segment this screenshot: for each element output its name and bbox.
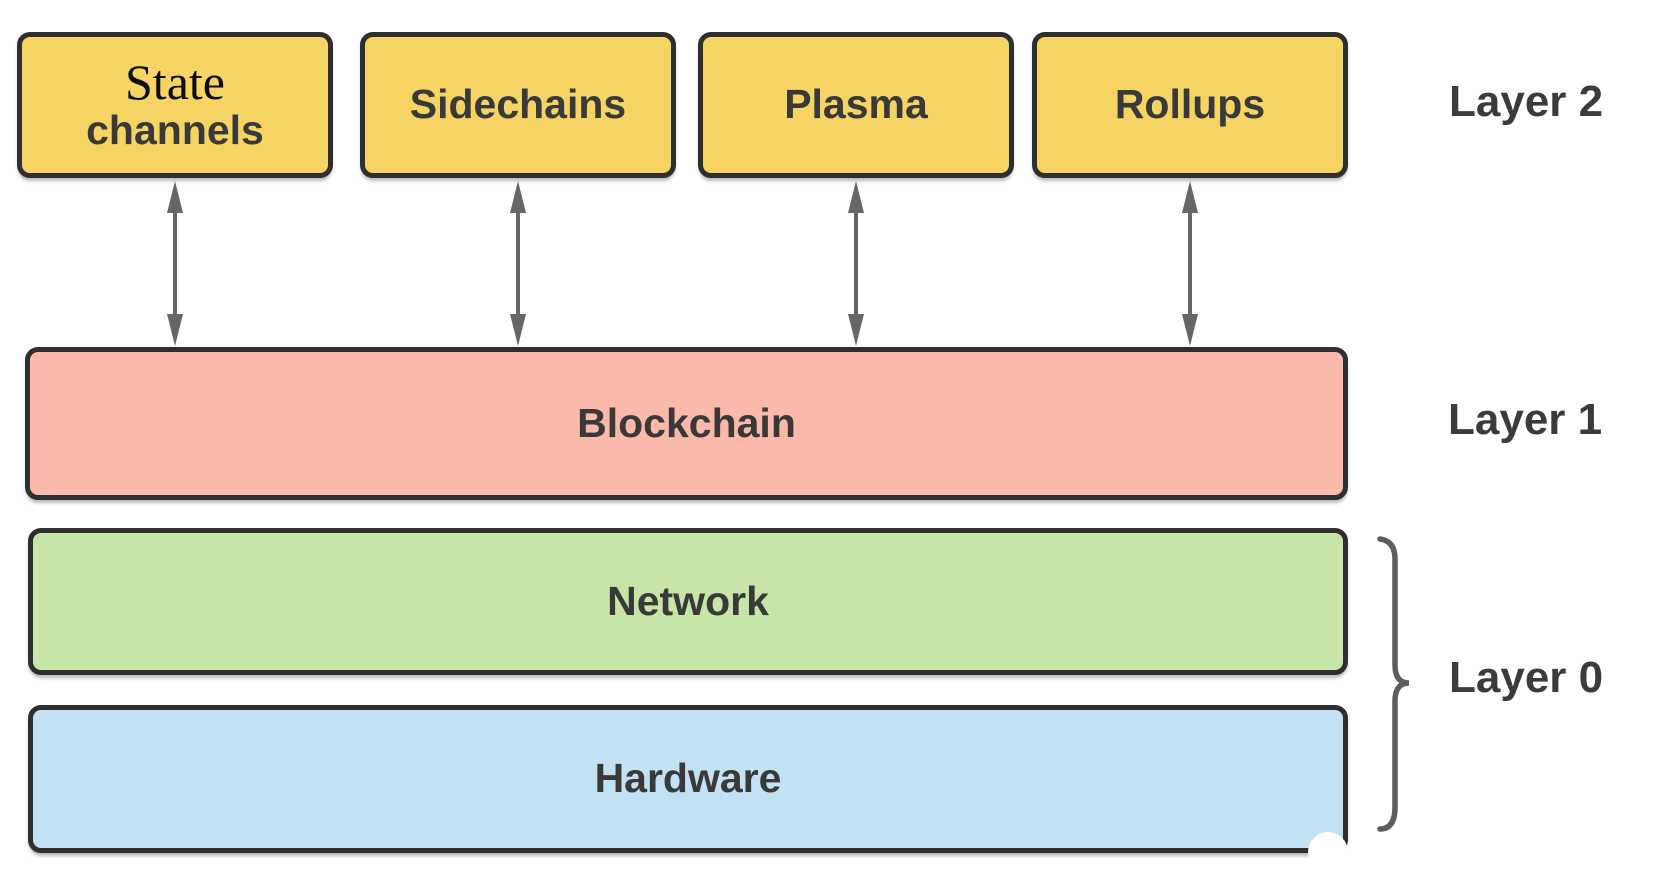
state-channels-label-line1: State <box>125 54 225 111</box>
plasma-box: Plasma <box>698 32 1014 178</box>
layer1-label: Layer 1 <box>1448 395 1603 444</box>
sidechains-label: Sidechains <box>409 81 627 128</box>
network-box: Network <box>28 528 1348 675</box>
hardware-box: Hardware <box>28 705 1348 853</box>
state-channels-label-line2: channels <box>86 107 264 154</box>
corner-notch-artifact <box>1308 832 1348 872</box>
curly-brace-icon <box>1377 536 1410 832</box>
hardware-label: Hardware <box>594 755 782 802</box>
plasma-label: Plasma <box>784 81 928 128</box>
double-arrow-icon <box>1182 181 1198 346</box>
rollups-box: Rollups <box>1032 32 1348 178</box>
network-label: Network <box>607 577 769 624</box>
blockchain-box: Blockchain <box>25 347 1348 500</box>
double-arrow-icon <box>167 181 183 346</box>
double-arrow-icon <box>848 181 864 346</box>
blockchain-label: Blockchain <box>577 399 796 446</box>
state-channels-box: State channels <box>17 32 333 178</box>
double-arrow-icon <box>510 181 526 346</box>
rollups-label: Rollups <box>1114 81 1266 128</box>
layer0-label: Layer 0 <box>1449 653 1604 702</box>
layer2-label: Layer 2 <box>1449 77 1604 126</box>
sidechains-box: Sidechains <box>360 32 676 178</box>
